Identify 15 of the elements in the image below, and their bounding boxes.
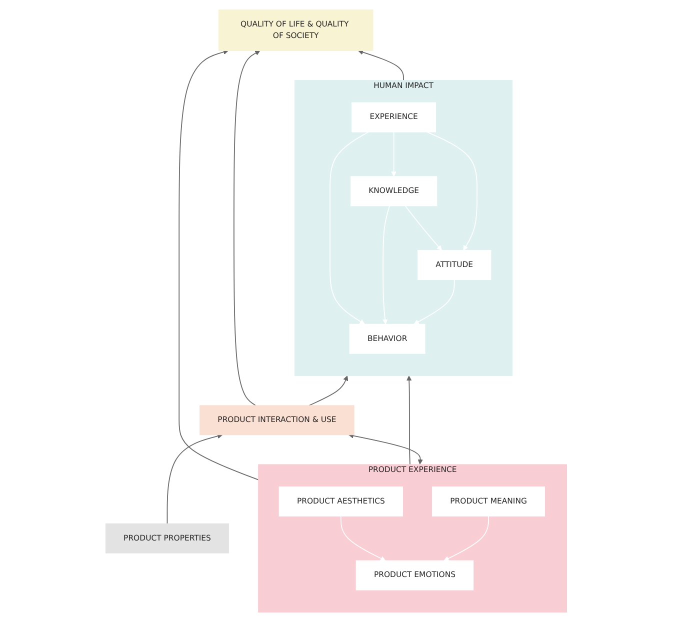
arrow (178, 50, 260, 480)
arrow (167, 434, 223, 524)
arrow (348, 433, 424, 464)
arrow (426, 132, 478, 251)
arrow (406, 376, 412, 465)
arrow (414, 279, 456, 324)
arrow (358, 50, 404, 81)
arrow (234, 50, 260, 406)
arrow (308, 376, 348, 406)
arrow (330, 132, 370, 324)
arrow (444, 516, 490, 561)
arrow (405, 205, 442, 251)
arrow (382, 205, 390, 324)
arrow (340, 516, 386, 561)
arrow (391, 132, 397, 177)
